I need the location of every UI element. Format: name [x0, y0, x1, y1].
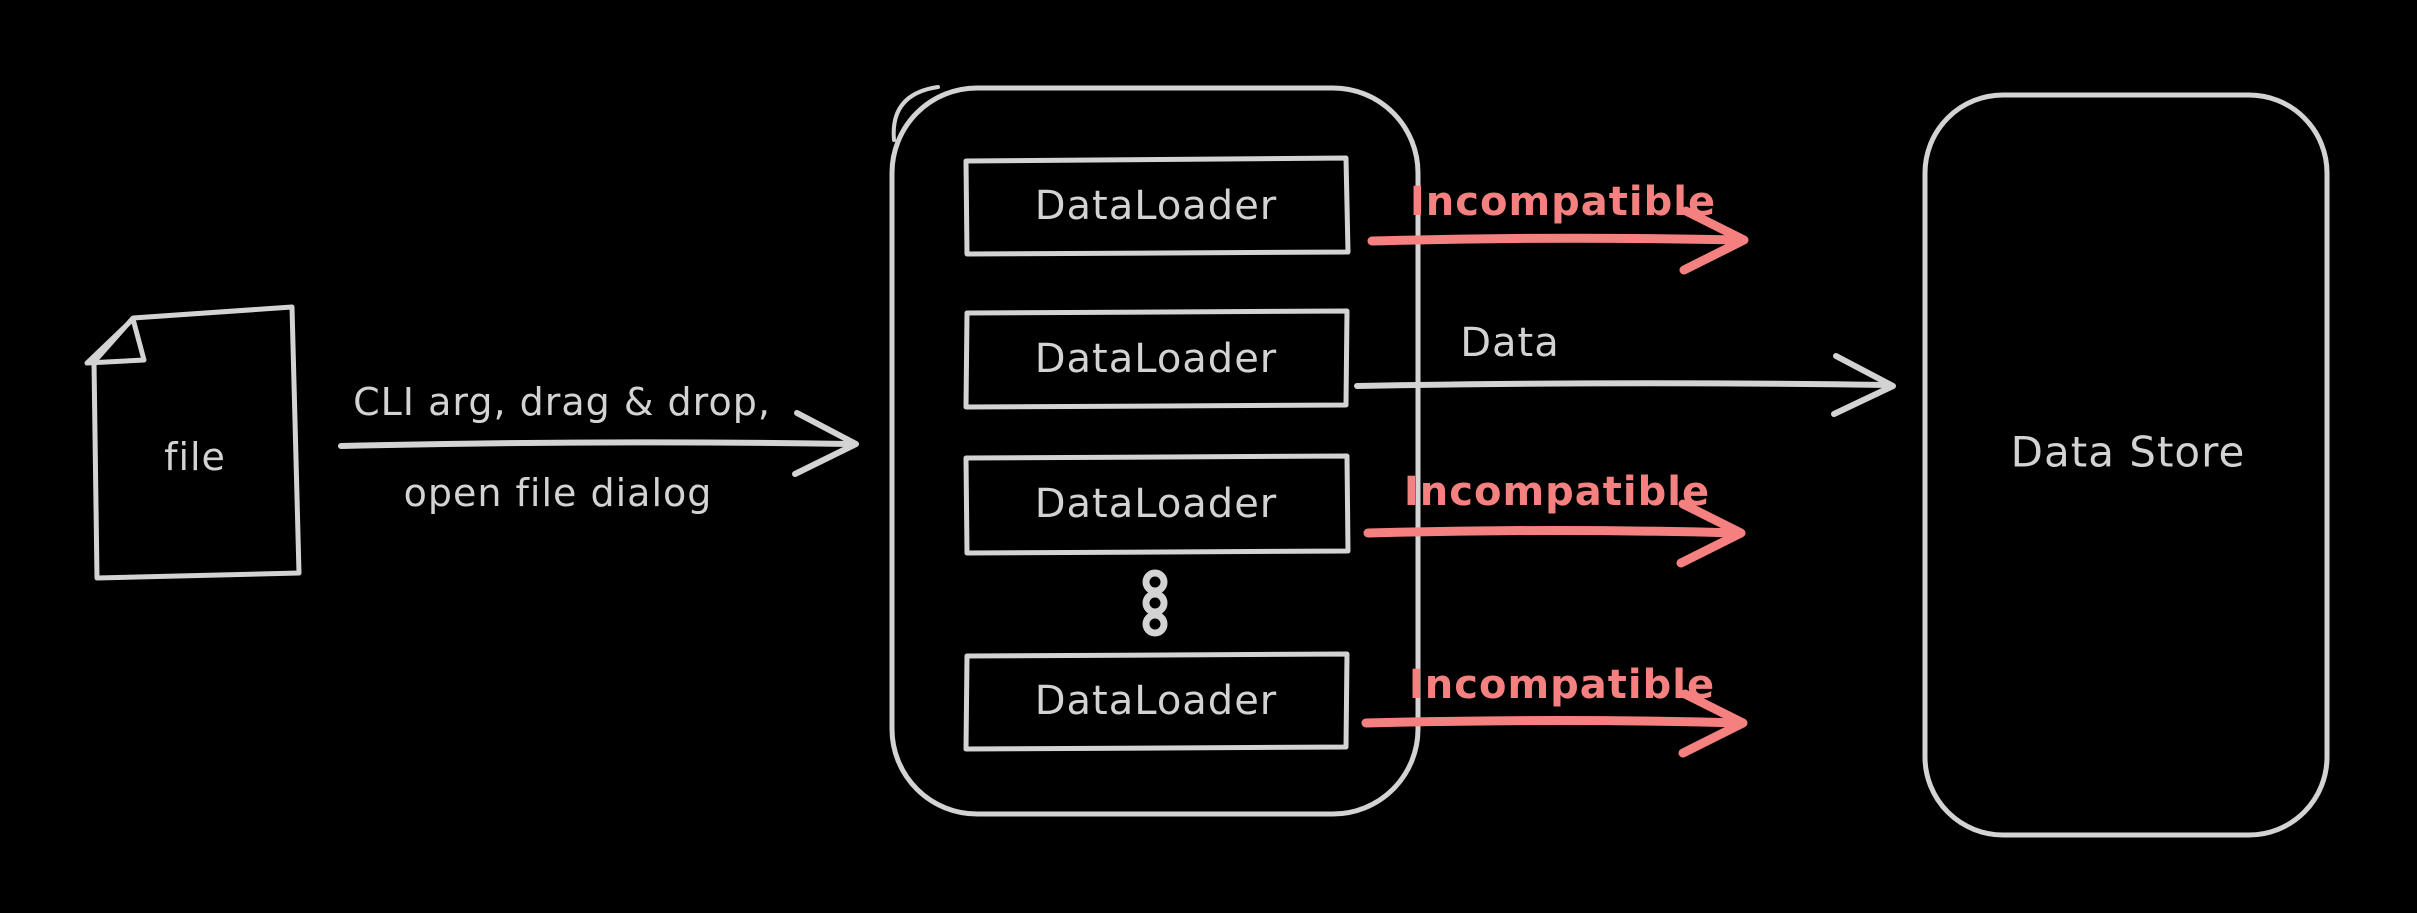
incompatible-arrow-1-head: [1679, 206, 1749, 275]
incompatible-arrow-3-head: [1678, 689, 1748, 758]
file-fold-corner: [84, 316, 147, 366]
incompatible-label-2: Incompatible: [1403, 469, 1711, 515]
incompatible-arrow-3: [1361, 689, 1748, 758]
incompatible-arrow-3-shaft: [1361, 716, 1746, 728]
incompatible-arrow-1-shaft: [1367, 233, 1747, 246]
input-arrow-shaft: [338, 439, 854, 449]
incompatible-arrow-2: [1363, 499, 1746, 568]
ellipsis-dot: [1142, 569, 1168, 595]
data-store-box: [1922, 92, 2330, 838]
incompatible-arrow-2-shaft: [1363, 526, 1744, 538]
dataloader-label-3: DataLoader: [1034, 481, 1278, 527]
file-label: file: [164, 435, 226, 479]
incompatible-arrow-1: [1367, 206, 1749, 275]
data-arrow-head: [1831, 353, 1896, 417]
data-arrow: [1354, 353, 1896, 417]
incompatible-label-3: Incompatible: [1408, 662, 1716, 708]
dataloader-label-4: DataLoader: [1034, 678, 1278, 724]
input-methods-line-1: CLI arg, drag & drop,: [353, 380, 771, 424]
incompatible-arrow-2-head: [1676, 499, 1746, 568]
data-store-label: Data Store: [2010, 427, 2246, 477]
dataloader-label-2: DataLoader: [1034, 336, 1278, 382]
data-arrow-shaft: [1354, 380, 1891, 389]
dataloader-box-3: [963, 453, 1351, 556]
ellipsis-dot: [1142, 611, 1168, 637]
loader-stack-border: [889, 85, 1421, 817]
dataloader-box-1: [963, 155, 1351, 257]
data-label: Data: [1460, 320, 1560, 366]
dataloader-box-2: [963, 308, 1350, 410]
input-arrow-head: [792, 410, 859, 477]
loader-stack-overdraw: [891, 85, 940, 142]
loader-stack-container: [889, 85, 1421, 817]
dataloader-label-1: DataLoader: [1034, 183, 1278, 229]
incompatible-label-1: Incompatible: [1409, 179, 1717, 225]
ellipsis-dot: [1142, 590, 1168, 616]
dataloader-box-4: [963, 651, 1350, 752]
input-arrow: [338, 410, 859, 477]
ellipsis-dots-icon: [1142, 569, 1168, 637]
input-methods-line-2: open file dialog: [403, 471, 713, 515]
file-outline: [91, 304, 302, 581]
file-icon: [84, 304, 302, 581]
